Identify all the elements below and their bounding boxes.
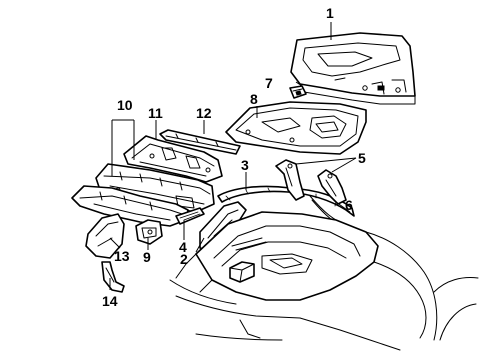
package-trim-panel	[290, 32, 416, 105]
callout-9: 9	[143, 249, 151, 265]
callout-4: 4	[179, 239, 187, 255]
mounting-bracket	[135, 219, 163, 245]
callout-12: 12	[196, 105, 212, 121]
callout-3: 3	[241, 157, 249, 173]
callout-1: 1	[326, 5, 334, 21]
callout-11: 11	[148, 105, 163, 121]
vehicle-body	[169, 211, 479, 351]
callout-14: 14	[102, 293, 118, 309]
trunk-floor-panel	[225, 101, 367, 155]
drain-hose	[101, 261, 125, 293]
leader-lines	[109, 22, 357, 290]
lid-hinge-left	[275, 159, 305, 201]
small-molding	[175, 207, 205, 225]
callout-8: 8	[250, 91, 258, 107]
panel-reinforcement	[123, 135, 223, 183]
callout-6: 6	[345, 197, 353, 213]
callout-7: 7	[265, 75, 273, 91]
callout-13: 13	[114, 248, 130, 264]
callout-5: 5	[358, 150, 366, 166]
lid-hinge-right	[317, 169, 347, 205]
trim-clip	[289, 85, 307, 99]
callout-10: 10	[117, 97, 133, 113]
upper-cross-member	[159, 129, 241, 155]
corner-extension	[85, 213, 125, 259]
callout-2: 2	[180, 251, 188, 267]
